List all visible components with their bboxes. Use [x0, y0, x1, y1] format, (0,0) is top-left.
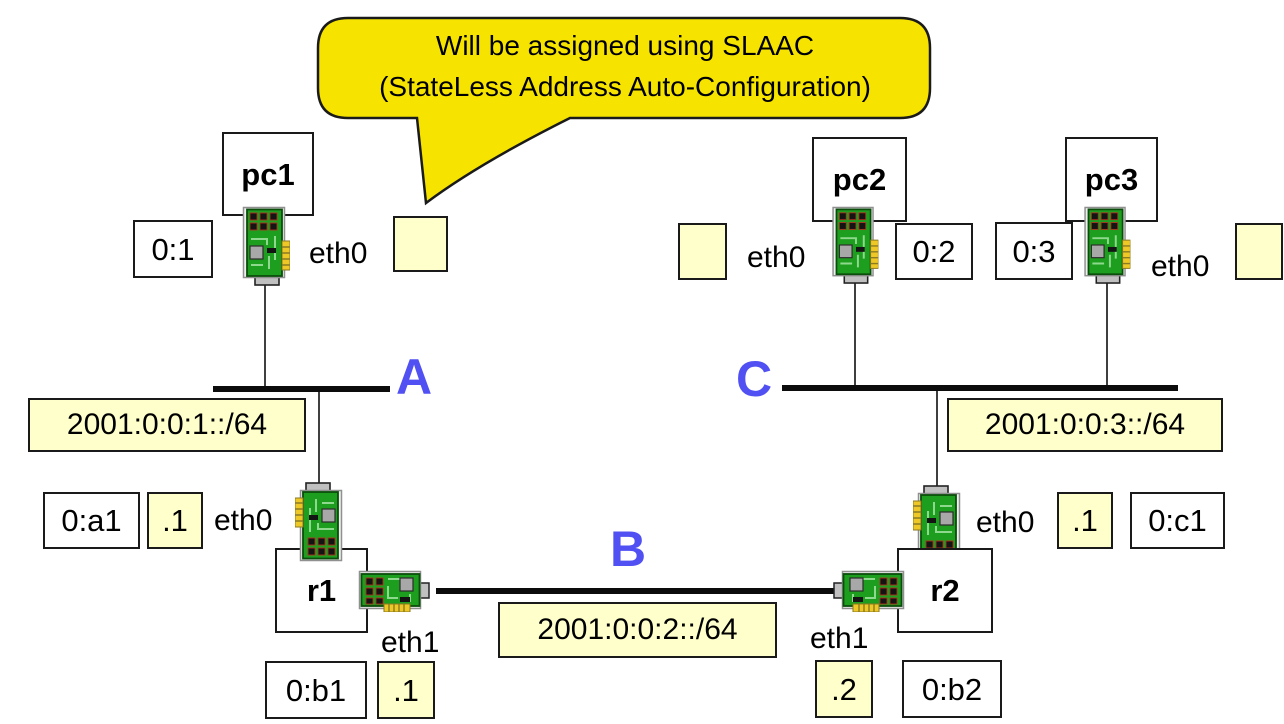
- pc3-mac-box: 0:3: [995, 222, 1073, 280]
- r1-eth1-iface-label: eth1: [381, 626, 440, 659]
- r2-eth0-mac-box: 0:c1: [1130, 492, 1225, 549]
- r2-label: r2: [930, 573, 960, 608]
- callout-bubble: [316, 16, 932, 206]
- segment-c-prefix-box: 2001:0:0:3::/64: [947, 398, 1223, 452]
- pc1-nic-icon: [242, 206, 290, 286]
- pc2-mac-box: 0:2: [895, 223, 973, 280]
- pc1-iface-label: eth0: [309, 237, 368, 270]
- r1-eth1-mac-box: 0:b1: [265, 661, 367, 719]
- pc2-node-box: pc2: [812, 137, 907, 222]
- segment-a-label: A: [396, 349, 433, 405]
- pc3-iface-label: eth0: [1151, 250, 1210, 283]
- pc2-label: pc2: [832, 162, 887, 197]
- r2-eth1-nic-icon: [833, 570, 905, 612]
- segment-b-label: B: [610, 521, 647, 577]
- r2-node-box: r2: [897, 548, 993, 633]
- segment-b-prefix-box: 2001:0:0:2::/64: [498, 602, 777, 658]
- pc3-nic-icon: [1083, 206, 1131, 284]
- r2-eth1-iface-label: eth1: [810, 622, 869, 655]
- segment-c-label: C: [736, 351, 773, 407]
- r2-eth0-iface-label: eth0: [976, 506, 1035, 539]
- r1-eth0-iface-label: eth0: [214, 504, 273, 537]
- pc3-label: pc3: [1084, 162, 1139, 197]
- pc1-node-box: pc1: [222, 132, 314, 216]
- r2-eth0-host-box: .1: [1057, 492, 1113, 549]
- r2-eth1-host-box: .2: [815, 660, 873, 718]
- pc2-slaac-address-box: [678, 223, 727, 280]
- pc2-nic-icon: [831, 206, 879, 284]
- r1-label: r1: [306, 573, 337, 608]
- callout-line1: Will be assigned using SLAAC: [435, 30, 815, 61]
- r1-eth0-mac-box: 0:a1: [43, 492, 140, 549]
- pc2-iface-label: eth0: [747, 241, 806, 274]
- callout-text: Will be assigned using SLAAC (StateLess …: [330, 25, 920, 107]
- pc1-slaac-address-box: [393, 216, 448, 272]
- r1-node-box: r1: [275, 548, 368, 633]
- pc1-mac-box: 0:1: [133, 220, 213, 278]
- segment-a-prefix-box: 2001:0:0:1::/64: [28, 398, 306, 452]
- r1-eth0-host-box: .1: [147, 492, 203, 549]
- pc1-label: pc1: [241, 156, 295, 192]
- r1-eth1-nic-icon: [358, 570, 430, 612]
- r1-eth0-nic-icon: [295, 482, 343, 562]
- callout-line2: (StateLess Address Auto-Configuration): [379, 71, 871, 102]
- r1-eth1-host-box: .1: [377, 661, 435, 719]
- r2-eth1-mac-box: 0:b2: [902, 660, 1002, 718]
- pc3-slaac-address-box: [1235, 223, 1283, 280]
